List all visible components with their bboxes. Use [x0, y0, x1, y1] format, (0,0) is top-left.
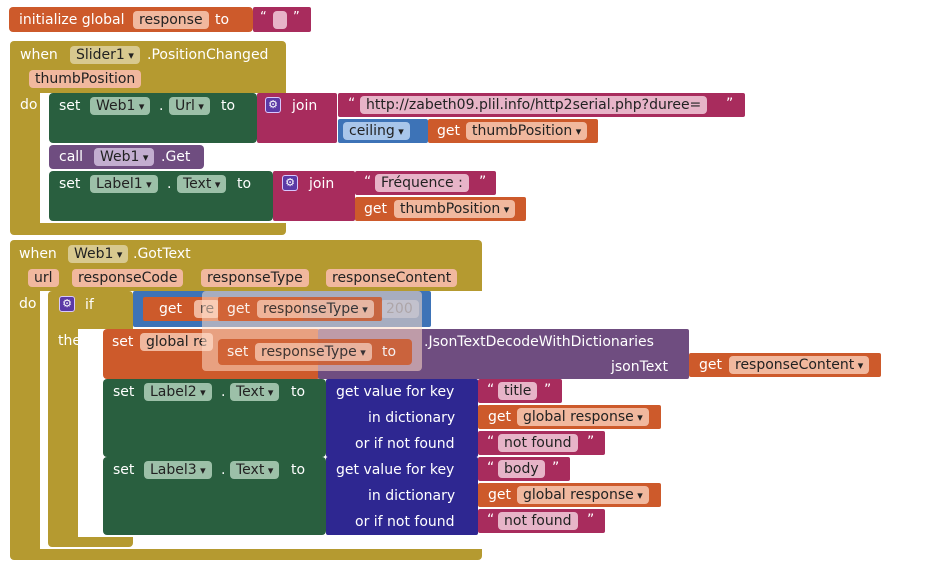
- key-title-value[interactable]: title: [498, 382, 538, 400]
- thumbposition-dropdown[interactable]: thumbPosition: [466, 122, 588, 140]
- set-label1-block[interactable]: set Label1 . Text to: [49, 171, 273, 221]
- key-body-text-block[interactable]: “ body ”: [478, 457, 570, 481]
- text-property-dropdown[interactable]: Text: [177, 175, 227, 193]
- init-global-block[interactable]: initialize global response to: [9, 7, 253, 32]
- get-thumbposition2-block[interactable]: get thumbPosition: [355, 197, 526, 221]
- join2-block[interactable]: ⚙ join: [273, 171, 355, 221]
- set-web1-url-block[interactable]: set Web1 . Url to: [49, 93, 257, 143]
- web1-call-dropdown[interactable]: Web1: [94, 148, 155, 166]
- param-thumbposition[interactable]: thumbPosition: [29, 70, 142, 88]
- not-found-text-block[interactable]: “ not found ”: [478, 431, 605, 455]
- global-response-get-dropdown-2[interactable]: global response: [517, 486, 649, 504]
- set-label: set: [59, 98, 81, 114]
- web1-event-dropdown[interactable]: Web1: [68, 245, 129, 263]
- web1-dropdown[interactable]: Web1: [90, 97, 151, 115]
- responsecontent-dropdown[interactable]: responseContent: [729, 356, 870, 374]
- label1-dropdown[interactable]: Label1: [90, 175, 158, 193]
- event-name: .PositionChanged: [147, 47, 269, 63]
- init-text-value[interactable]: [273, 11, 287, 29]
- label3-dropdown[interactable]: Label3: [144, 461, 212, 479]
- jsontext-label: jsonText: [611, 359, 668, 375]
- param-responsecode[interactable]: responseCode: [72, 269, 184, 287]
- json-decode-method: .JsonTextDecodeWithDictionaries: [424, 334, 654, 350]
- not-found-value-2[interactable]: not found: [498, 512, 578, 530]
- to-label: to: [221, 98, 236, 114]
- get-method: .Get: [161, 149, 191, 165]
- do-label: do: [20, 97, 38, 113]
- init-var-name[interactable]: response: [133, 11, 209, 29]
- frequence-text-value[interactable]: Fréquence :: [375, 174, 469, 192]
- thumbposition2-dropdown[interactable]: thumbPosition: [394, 200, 516, 218]
- join-block[interactable]: ⚙ join: [257, 93, 337, 143]
- init-text-block[interactable]: “ ”: [253, 7, 311, 32]
- label2-dropdown[interactable]: Label2: [144, 383, 212, 401]
- get-value-for-key-block-2[interactable]: get value for key in dictionary or if no…: [326, 457, 478, 535]
- global-response-get-dropdown[interactable]: global response: [517, 408, 649, 426]
- param-url[interactable]: url: [28, 269, 59, 287]
- text-property-dropdown[interactable]: Text: [230, 383, 280, 401]
- gottext-event-name: .GotText: [133, 246, 191, 262]
- url-text-value[interactable]: http://zabeth09.plil.info/http2serial.ph…: [360, 96, 708, 114]
- ceiling-dropdown[interactable]: ceiling: [343, 122, 410, 140]
- not-found-text-block-2[interactable]: “ not found ”: [478, 509, 605, 533]
- url-text-block[interactable]: “ http://zabeth09.plil.info/http2serial.…: [338, 93, 745, 117]
- not-found-value[interactable]: not found: [498, 434, 578, 452]
- key-title-text-block[interactable]: “ title ”: [478, 379, 562, 403]
- init-keyword: initialize global: [19, 12, 125, 28]
- gear-icon[interactable]: ⚙: [265, 97, 281, 113]
- if-label: if: [85, 297, 94, 313]
- url-property-dropdown[interactable]: Url: [169, 97, 210, 115]
- ghost-get-responsetype[interactable]: get responseType: [218, 297, 382, 321]
- text-property-dropdown[interactable]: Text: [230, 461, 280, 479]
- ceiling-block[interactable]: ceiling: [338, 119, 428, 143]
- frequence-text-block[interactable]: “ Fréquence : ”: [355, 171, 496, 195]
- param-responsetype[interactable]: responseType: [201, 269, 309, 287]
- call-web1-get-block[interactable]: call Web1 .Get: [49, 145, 204, 169]
- gear-icon[interactable]: ⚙: [282, 175, 298, 191]
- set-label2-block[interactable]: set Label2 . Text to: [103, 379, 326, 457]
- get-value-for-key-block[interactable]: get value for key in dictionary or if no…: [326, 379, 478, 457]
- when-label: when: [20, 47, 58, 63]
- join-label: join: [292, 98, 318, 114]
- set-label3-block[interactable]: set Label3 . Text to: [103, 457, 326, 535]
- gear-icon[interactable]: ⚙: [59, 296, 75, 312]
- get-global-response-block-2[interactable]: get global response: [478, 483, 661, 507]
- param-responsecontent[interactable]: responseContent: [326, 269, 458, 287]
- key-body-value[interactable]: body: [498, 460, 545, 478]
- get-responsecontent-block[interactable]: get responseContent: [689, 353, 881, 377]
- get-thumbposition-block[interactable]: get thumbPosition: [428, 119, 598, 143]
- call-label: call: [59, 149, 84, 165]
- get-global-response-block[interactable]: get global response: [478, 405, 661, 429]
- ghost-set-responsetype[interactable]: set responseType to: [218, 339, 412, 365]
- global-response-dropdown[interactable]: global re: [140, 333, 214, 351]
- slider-component-dropdown[interactable]: Slider1: [70, 46, 140, 64]
- init-to: to: [215, 12, 230, 28]
